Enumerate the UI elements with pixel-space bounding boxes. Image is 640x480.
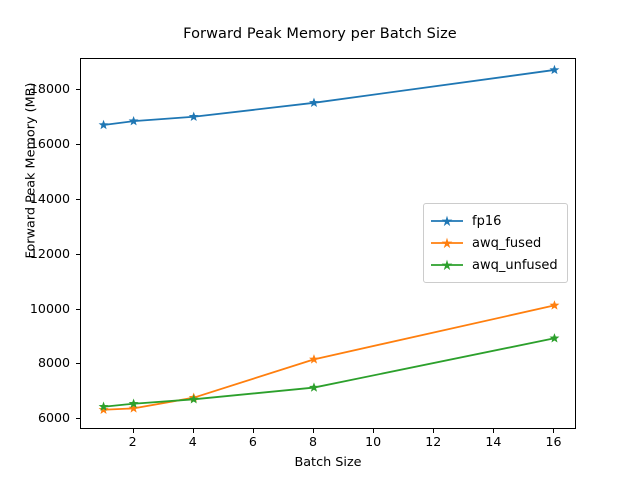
x-tick-mark bbox=[193, 429, 194, 433]
x-tick-mark bbox=[373, 429, 374, 433]
x-tick-label: 4 bbox=[188, 434, 197, 449]
legend-marker-line-icon bbox=[431, 257, 463, 273]
x-tick-label: 16 bbox=[545, 434, 562, 449]
legend-item-awq-unfused[interactable]: awq_unfused bbox=[431, 254, 558, 276]
y-tick-mark bbox=[76, 89, 80, 90]
x-tick-mark bbox=[553, 429, 554, 433]
series-awq_fused bbox=[98, 300, 560, 414]
x-tick-mark bbox=[493, 429, 494, 433]
series-awq_unfused bbox=[98, 333, 560, 411]
data-point-marker bbox=[309, 97, 319, 108]
x-tick-label: 6 bbox=[248, 434, 257, 449]
y-tick-mark bbox=[76, 418, 80, 419]
data-point-marker bbox=[188, 111, 199, 121]
legend-item-fp16[interactable]: fp16 bbox=[431, 210, 558, 232]
y-tick-label: 6000 bbox=[37, 410, 70, 426]
y-tick-mark bbox=[76, 363, 80, 364]
data-point-marker bbox=[549, 300, 560, 310]
data-point-marker bbox=[98, 119, 109, 130]
x-tick-mark bbox=[133, 429, 134, 433]
series-line bbox=[103, 304, 555, 411]
y-tick-mark bbox=[76, 144, 80, 145]
legend-item-awq-fused[interactable]: awq_fused bbox=[431, 232, 558, 254]
data-point-marker bbox=[188, 394, 199, 404]
x-tick-label: 14 bbox=[485, 434, 502, 449]
y-tick-mark bbox=[76, 199, 80, 200]
data-point-marker bbox=[309, 354, 319, 364]
series-fp16 bbox=[98, 64, 560, 130]
chart-legend: fp16 awq_fused awq_unfused bbox=[423, 203, 568, 283]
y-tick-label: 10000 bbox=[29, 300, 70, 316]
series-lines bbox=[98, 64, 560, 414]
y-tick-mark bbox=[76, 254, 80, 255]
series-line bbox=[103, 337, 555, 408]
data-point-marker bbox=[128, 403, 139, 413]
x-tick-mark bbox=[253, 429, 254, 433]
data-point-marker bbox=[549, 333, 560, 343]
x-tick-label: 12 bbox=[425, 434, 442, 449]
x-tick-label: 10 bbox=[365, 434, 382, 449]
y-axis-label: Forward Peak Memory (MB) bbox=[23, 82, 39, 259]
series-line bbox=[103, 69, 555, 126]
x-tick-mark bbox=[433, 429, 434, 433]
data-point-marker bbox=[128, 115, 139, 126]
y-tick-label: 12000 bbox=[29, 245, 70, 261]
data-point-marker bbox=[98, 401, 109, 411]
data-point-marker bbox=[549, 64, 560, 75]
y-tick-mark bbox=[76, 309, 80, 310]
y-tick-label: 18000 bbox=[29, 81, 70, 97]
x-tick-mark bbox=[313, 429, 314, 433]
x-tick-label: 2 bbox=[128, 434, 137, 449]
x-tick-label: 8 bbox=[308, 434, 317, 449]
legend-label: awq_unfused bbox=[472, 257, 558, 273]
data-point-marker bbox=[128, 398, 139, 408]
x-axis-label: Batch Size bbox=[294, 455, 362, 470]
chart-title: Forward Peak Memory per Batch Size bbox=[183, 26, 457, 42]
y-tick-label: 8000 bbox=[37, 355, 70, 371]
y-tick-label: 14000 bbox=[29, 191, 70, 206]
legend-marker-line-icon bbox=[431, 213, 463, 229]
legend-label: awq_fused bbox=[472, 235, 542, 251]
data-point-marker bbox=[98, 404, 109, 414]
legend-label: fp16 bbox=[472, 213, 502, 229]
legend-marker-line-icon bbox=[431, 235, 463, 251]
data-point-marker bbox=[309, 382, 319, 392]
y-tick-label: 16000 bbox=[29, 136, 70, 152]
